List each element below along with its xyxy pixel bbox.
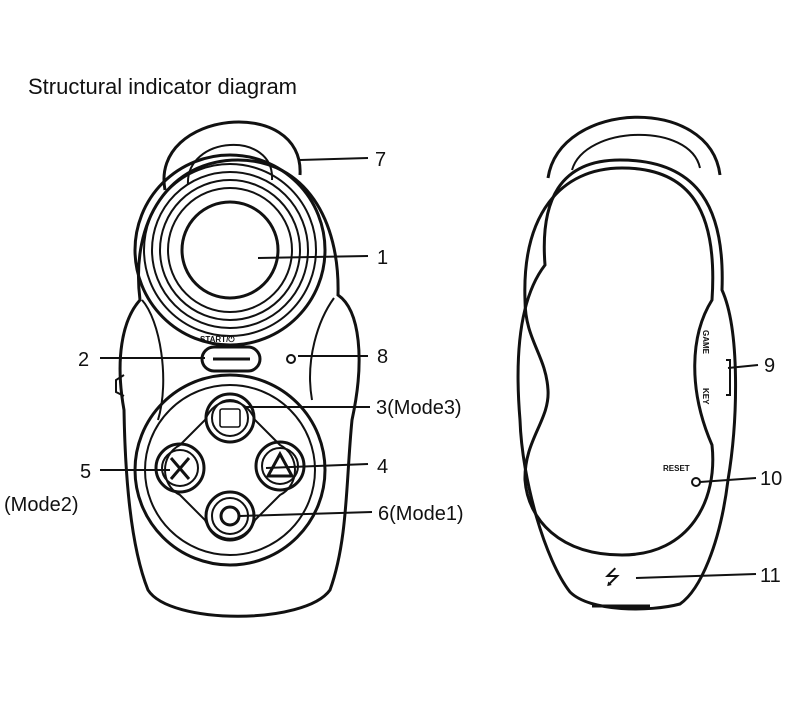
callout-5-mode: (Mode2): [4, 494, 78, 516]
front-view: START/⏻: [4, 120, 464, 618]
led-indicator: [286, 354, 296, 364]
callout-7: 7: [375, 149, 386, 171]
square-button[interactable]: [204, 392, 256, 444]
square-button-icon: [219, 408, 241, 428]
diagram-title: Structural indicator diagram: [28, 74, 297, 99]
usb-icon: ⭍: [604, 567, 621, 589]
circle-button-icon: [219, 505, 241, 527]
back-body-outline: [516, 158, 738, 611]
front-body-outline: [118, 158, 361, 618]
reset-label: RESET: [663, 464, 690, 473]
callout-9: 9: [764, 355, 775, 377]
callout-2: 2: [78, 349, 89, 371]
start-label: START/⏻: [200, 335, 235, 344]
callout-11: 11: [760, 565, 781, 587]
triangle-button-icon: [265, 450, 295, 478]
callout-6: 6(Mode1): [378, 503, 464, 525]
cross-button-icon: [169, 457, 191, 480]
back-view: GAME KEY RESET ⭍ 9 10 11: [516, 115, 782, 611]
game-label: GAME: [701, 330, 710, 355]
strap-loop: [162, 120, 302, 191]
callout-1: 1: [377, 247, 388, 269]
key-label: KEY: [701, 388, 710, 405]
cross-button[interactable]: [154, 442, 206, 494]
back-strap-loop: [546, 115, 722, 179]
usb-port[interactable]: ⭍: [592, 567, 650, 608]
callout-5: 5: [80, 461, 91, 483]
back-inner-panel: [523, 166, 715, 557]
reset-hole[interactable]: [691, 477, 701, 487]
callout-8: 8: [377, 346, 388, 368]
joystick[interactable]: [133, 153, 327, 347]
callout-10: 10: [760, 468, 782, 490]
game-key-switch[interactable]: [726, 359, 731, 396]
callout-3: 3(Mode3): [376, 397, 462, 419]
callout-4: 4: [377, 456, 388, 478]
